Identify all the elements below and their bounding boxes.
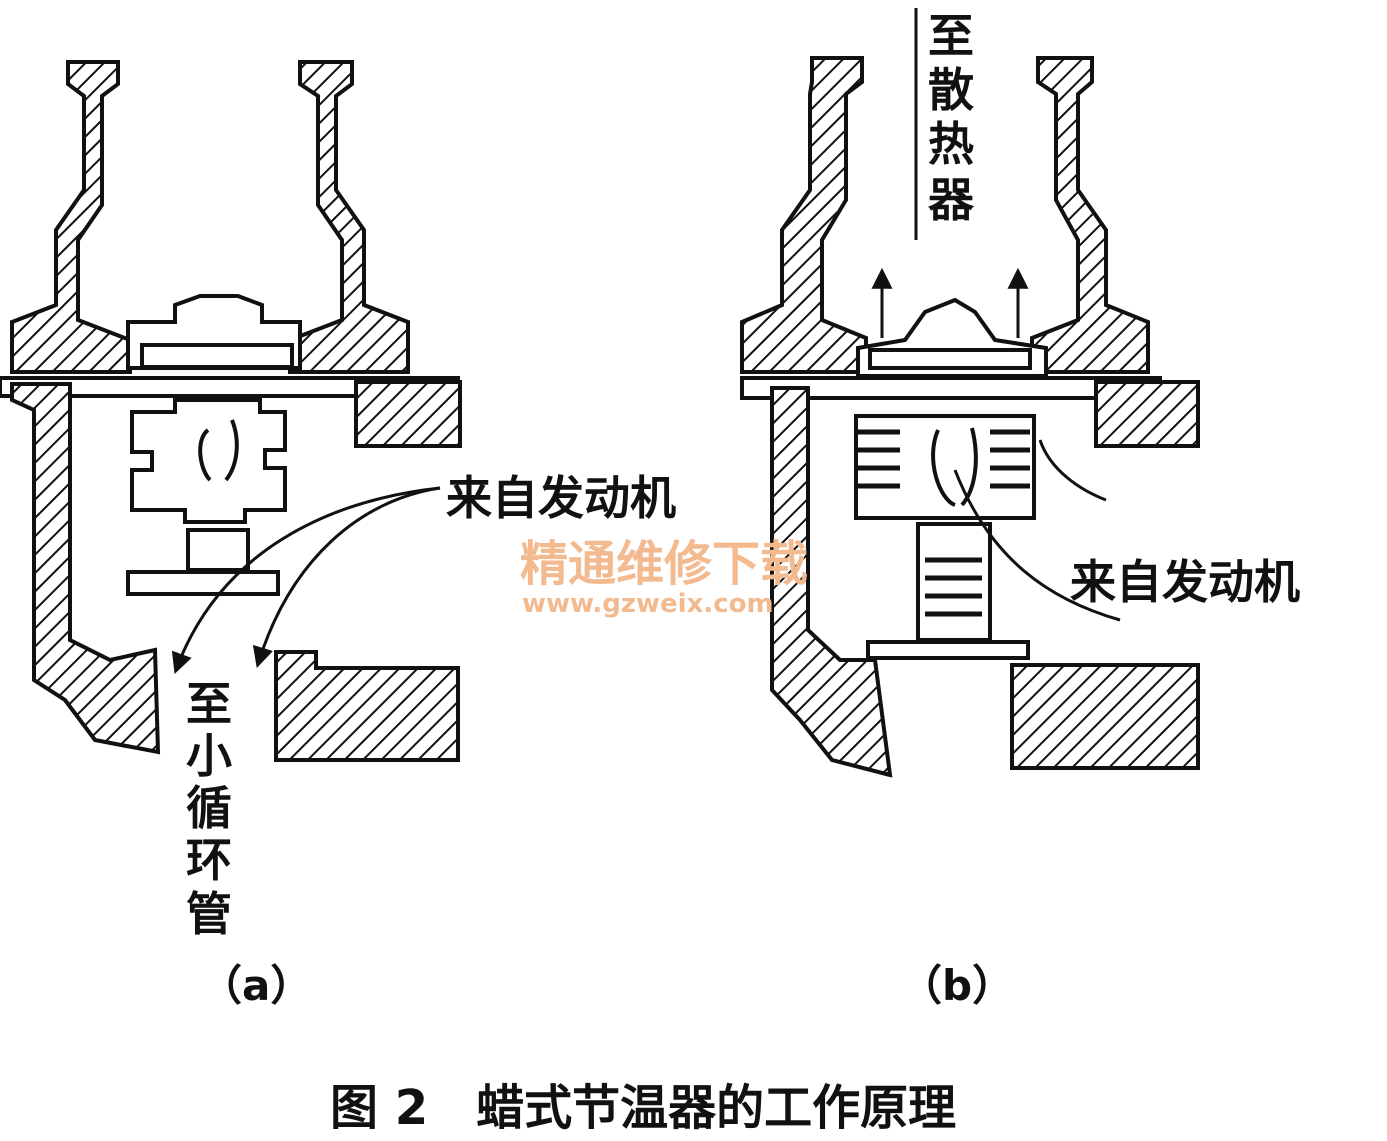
panel-a-outlet-char: 循 (186, 781, 232, 835)
panel-b-lower-left-wall (770, 386, 893, 778)
panel-b (740, 56, 1200, 778)
panel-b-lower-right-block (1010, 663, 1200, 770)
panel-b-spring-left (858, 429, 900, 489)
panel-a-lower-disk (126, 570, 280, 596)
panel-b-valve (854, 297, 1048, 660)
panel-a-flow-arrows (171, 486, 441, 674)
panel-a-outlet-char: 环 (186, 833, 232, 887)
panel-b-flow-arrows (871, 8, 1121, 622)
panel-a-housing-right-wall (288, 60, 410, 374)
panel-b-outlet-char: 散 (928, 63, 974, 117)
panel-b-valve-disk (868, 348, 1032, 370)
panel-a (0, 60, 462, 762)
panel-b-arrow-from-engine (953, 469, 1121, 622)
panel-b-housing-left-wall (740, 56, 868, 374)
panel-a-outlet-char: 小 (186, 729, 232, 783)
panel-a-housing-left-wall (10, 60, 132, 374)
panel-a-valve (126, 294, 302, 596)
watermark-url: www.gzweix.com (522, 589, 774, 619)
panel-b-outlet-char: 器 (928, 173, 975, 227)
panel-b-flow-curl (931, 427, 978, 507)
watermark-text: 精通维修下载 (520, 536, 808, 592)
panel-a-arrow-to-outlet (252, 486, 441, 669)
panel-b-housing-right-wall (1030, 56, 1150, 374)
figure-caption: 图 2 蜡式节温器的工作原理 (330, 1080, 956, 1136)
panel-b-outlet-char: 至 (928, 9, 974, 63)
panel-a-wax-body (130, 398, 287, 524)
panel-a-arrow-to-bypass (171, 486, 441, 674)
panel-a-right-flange (354, 380, 462, 448)
panel-b-label: （b） (900, 961, 1014, 1010)
panel-b-right-flange (1094, 380, 1200, 448)
panel-a-outlet-label: 至 小 循 环 管 (186, 677, 232, 941)
panel-b-stem (916, 522, 992, 642)
panel-a-flow-curl (198, 419, 239, 482)
panel-b-stem-spring (925, 557, 982, 617)
panel-a-outlet-char: 管 (186, 887, 232, 941)
panel-a-lower-right-block (274, 650, 460, 762)
panel-a-lower-left-wall (10, 382, 161, 755)
panel-a-inlet-label: 来自发动机 (446, 471, 676, 525)
panel-a-label: （a） (200, 961, 312, 1010)
panel-b-outlet-label: 至 散 热 器 (928, 9, 975, 227)
panel-b-arrow-from-engine-2 (1038, 439, 1107, 502)
panel-b-spring-right (990, 429, 1030, 489)
panel-b-outlet-char: 热 (928, 117, 974, 171)
panel-b-lower-disk (866, 640, 1030, 660)
panel-a-outlet-char: 至 (186, 677, 232, 731)
panel-b-inlet-label: 来自发动机 (1070, 555, 1300, 609)
panel-a-valve-disk (140, 343, 294, 369)
panel-a-piston (186, 528, 250, 572)
